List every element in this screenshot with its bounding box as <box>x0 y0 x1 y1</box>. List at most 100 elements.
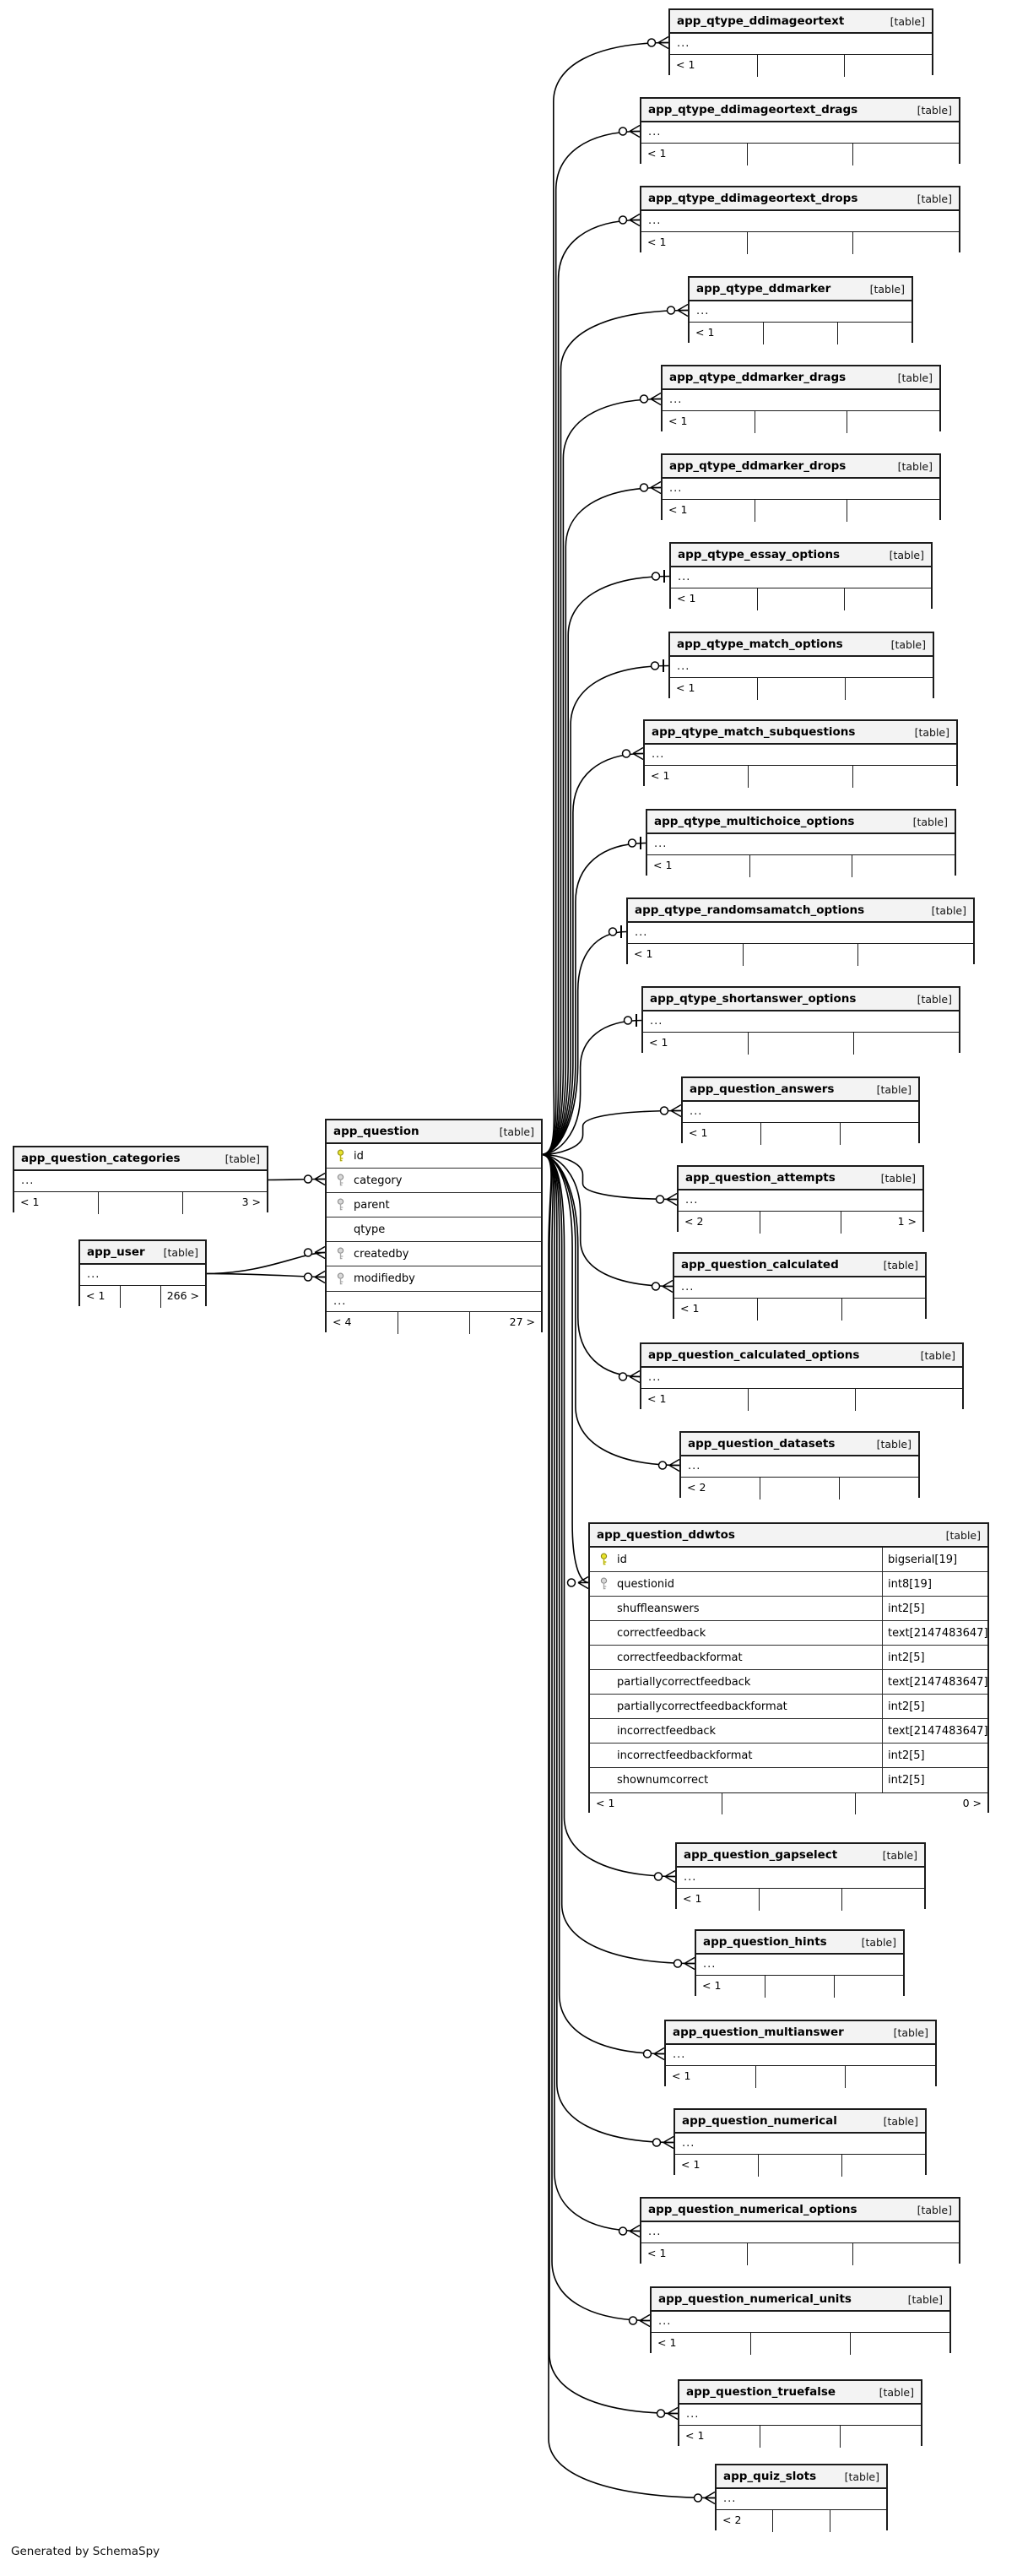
hidden-columns-ellipsis: ... <box>671 567 931 588</box>
crows-foot <box>704 2491 716 2505</box>
table-node-app_question_gapselect[interactable]: app_question_gapselect [table] ... < 1 <box>675 1842 926 1911</box>
table-node-app_question_numerical_units[interactable]: app_question_numerical_units [table] ...… <box>650 2286 951 2355</box>
column-type: int2[5] <box>882 1597 987 1620</box>
table-badge: [table] <box>912 815 948 828</box>
footer-right <box>841 2155 925 2177</box>
table-name: app_qtype_match_subquestions <box>652 725 856 739</box>
column-name: createdby <box>354 1247 409 1261</box>
footer-center <box>746 232 853 254</box>
table-header: app_question_ddwtos [table] <box>590 1524 987 1548</box>
relationship-edge <box>540 1153 696 1965</box>
table-node-app_question_calculated_options[interactable]: app_question_calculated_options [table] … <box>640 1342 964 1411</box>
table-node-app_qtype_ddmarker[interactable]: app_qtype_ddmarker [table] ... < 1 <box>688 276 913 344</box>
table-badge: [table] <box>917 992 952 1006</box>
table-header: app_qtype_ddimageortext [table] <box>670 10 932 34</box>
table-node-app_question[interactable]: app_question [table] id category <box>325 1119 543 1334</box>
footer-center <box>765 1976 834 1998</box>
key-slot <box>590 1597 612 1620</box>
footer-center <box>748 1033 853 1055</box>
relationship-edge <box>540 842 647 1156</box>
footer-center <box>746 144 853 165</box>
hidden-columns-ellipsis: ... <box>645 745 956 766</box>
key-slot <box>590 1744 612 1767</box>
table-node-app_qtype_shortanswer_options[interactable]: app_qtype_shortanswer_options [table] ..… <box>641 986 960 1055</box>
table-footer: < 1 <box>670 678 933 700</box>
table-node-app_qtype_ddmarker_drops[interactable]: app_qtype_ddmarker_drops [table] ... < 1 <box>661 453 941 522</box>
footer-center <box>759 1212 841 1234</box>
footer-left: < 1 <box>86 1289 105 1302</box>
table-node-app_qtype_match_options[interactable]: app_qtype_match_options [table] ... < 1 <box>668 632 934 700</box>
table-node-app_question_numerical[interactable]: app_question_numerical [table] ... < 1 <box>673 2108 927 2177</box>
table-node-app_qtype_match_subquestions[interactable]: app_qtype_match_subquestions [table] ...… <box>643 719 958 788</box>
footer-right <box>852 766 956 788</box>
table-header: app_qtype_shortanswer_options [table] <box>643 988 959 1011</box>
table-name: app_qtype_shortanswer_options <box>650 992 857 1006</box>
table-node-app_question_hints[interactable]: app_question_hints [table] ... < 1 <box>695 1929 905 1998</box>
footer-center <box>754 500 847 522</box>
table-node-app_question_categories[interactable]: app_question_categories [table] ... < 1 … <box>13 1146 268 1214</box>
table-footer: < 1 <box>647 855 955 877</box>
column-row-id: id bigserial[19] <box>590 1548 987 1572</box>
column-type: int2[5] <box>882 1695 987 1718</box>
footer-center <box>748 1389 855 1411</box>
table-footer: < 1 <box>663 411 939 433</box>
column-type: text[2147483647] <box>882 1719 988 1743</box>
table-node-app_qtype_multichoice_options[interactable]: app_qtype_multichoice_options [table] ..… <box>646 809 956 877</box>
footer-right <box>847 411 939 433</box>
footer-right <box>844 55 932 77</box>
footer-center <box>760 1123 839 1145</box>
table-name: app_qtype_essay_options <box>678 548 841 561</box>
table-node-app_qtype_ddimageortext_drops[interactable]: app_qtype_ddimageortext_drops [table] ..… <box>640 186 960 254</box>
table-node-app_question_datasets[interactable]: app_question_datasets [table] ... < 2 <box>679 1431 920 1500</box>
column-row-incorrectfeedback: incorrectfeedback text[2147483647] <box>590 1719 988 1744</box>
zero-circle <box>618 2226 628 2236</box>
table-node-app_question_numerical_options[interactable]: app_question_numerical_options [table] .… <box>640 2197 960 2265</box>
hidden-columns-ellipsis: ... <box>327 1291 541 1312</box>
table-node-app_question_multianswer[interactable]: app_question_multianswer [table] ... < 1 <box>664 2020 937 2088</box>
table-footer: < 1 <box>675 2155 925 2177</box>
footer-left: < 1 <box>596 1797 615 1809</box>
column-row-id: id <box>327 1144 541 1169</box>
table-node-app_question_ddwtos[interactable]: app_question_ddwtos [table] id bigserial… <box>588 1522 989 1814</box>
relationship-edge <box>540 130 641 1156</box>
table-header: app_quiz_slots [table] <box>717 2465 886 2489</box>
footer-left: < 1 <box>680 1302 700 1315</box>
key-slot <box>590 1695 612 1718</box>
footer-center <box>758 2155 841 2177</box>
relationship-edge <box>540 1109 683 1156</box>
column-row-correctfeedbackformat: correctfeedbackformat int2[5] <box>590 1646 987 1670</box>
footer-right <box>839 1123 918 1145</box>
table-node-app_user[interactable]: app_user [table] ... < 1 266 > <box>78 1239 207 1308</box>
table-name: app_question_numerical_options <box>648 2203 857 2216</box>
footer-left: < 1 <box>647 2247 667 2259</box>
table-footer: < 2 <box>717 2510 886 2532</box>
table-node-app_qtype_ddimageortext[interactable]: app_qtype_ddimageortext [table] ... < 1 <box>668 8 933 77</box>
hidden-columns-ellipsis: ... <box>675 2134 925 2155</box>
table-header: app_user [table] <box>80 1241 205 1265</box>
table-footer: < 1 266 > <box>80 1286 205 1308</box>
table-name: app_question_calculated <box>681 1258 839 1272</box>
footer-left: < 1 <box>695 326 715 339</box>
table-node-app_question_answers[interactable]: app_question_answers [table] ... < 1 <box>681 1076 920 1145</box>
table-node-app_qtype_ddmarker_drags[interactable]: app_qtype_ddmarker_drags [table] ... < 1 <box>661 365 941 433</box>
footer-left: < 4 <box>333 1315 352 1328</box>
table-node-app_qtype_essay_options[interactable]: app_qtype_essay_options [table] ... < 1 <box>669 542 933 610</box>
footer-center <box>759 1889 841 1911</box>
table-node-app_question_truefalse[interactable]: app_question_truefalse [table] ... < 1 <box>678 2379 922 2448</box>
hidden-columns-ellipsis: ... <box>641 1368 962 1389</box>
foreign-key-icon <box>327 1169 349 1192</box>
column-name: questionid <box>617 1577 675 1591</box>
table-footer: < 1 <box>671 588 931 610</box>
table-name: app_question_numerical_units <box>658 2292 852 2306</box>
table-node-app_question_calculated[interactable]: app_question_calculated [table] ... < 1 <box>673 1252 927 1321</box>
relationship-edge <box>540 309 690 1156</box>
column-row-shownumcorrect: shownumcorrect int2[5] <box>590 1768 987 1792</box>
table-node-app_qtype_randomsamatch_options[interactable]: app_qtype_randomsamatch_options [table] … <box>626 898 975 966</box>
table-node-app_quiz_slots[interactable]: app_quiz_slots [table] ... < 2 <box>715 2464 888 2532</box>
zero-circle <box>650 661 660 670</box>
table-node-app_question_attempts[interactable]: app_question_attempts [table] ... < 2 1 … <box>677 1165 924 1234</box>
footer-right <box>853 1033 959 1055</box>
table-node-app_qtype_ddimageortext_drags[interactable]: app_qtype_ddimageortext_drags [table] ..… <box>640 97 960 165</box>
hidden-columns-ellipsis: ... <box>670 657 933 678</box>
